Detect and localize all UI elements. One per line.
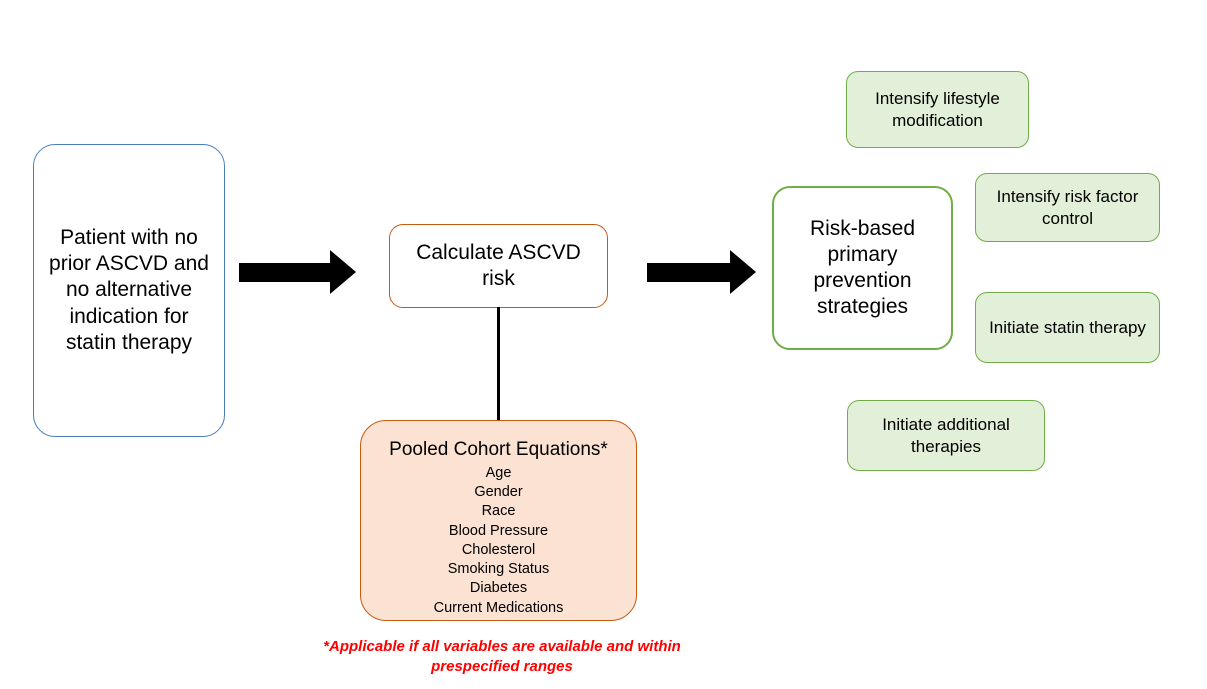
list-item: Gender	[474, 484, 523, 501]
node-risk-based-strategies: Risk-based primary prevention strategies	[772, 186, 953, 350]
strategy-label: Intensify risk factor control	[996, 187, 1139, 228]
arrow-head	[330, 250, 356, 294]
arrow-shaft	[647, 263, 732, 282]
strategy-label: Intensify lifestyle modification	[875, 89, 1000, 130]
node-patient-criteria-label: Patient with no prior ASCVD and no alter…	[49, 226, 209, 354]
list-item: Age	[485, 464, 512, 481]
list-item: Blood Pressure	[448, 522, 549, 539]
list-item: Cholesterol	[461, 541, 536, 558]
list-item: Diabetes	[469, 580, 528, 597]
footnote-text: *Applicable if all variables are availab…	[323, 638, 681, 676]
pooled-variable-list: Age Gender Race Blood Pressure Cholester…	[434, 464, 564, 618]
arrow-start-to-calculate-icon	[239, 250, 356, 294]
arrow-head	[730, 250, 756, 294]
line-calculate-to-pooled	[497, 307, 500, 421]
strategy-label: Initiate statin therapy	[989, 317, 1146, 337]
node-risk-based-strategies-label: Risk-based primary prevention strategies	[809, 216, 916, 319]
node-calculate-ascvd-risk-label: Calculate ASCVD risk	[416, 240, 581, 290]
list-item: Race	[481, 503, 516, 520]
strategy-initiate-additional-therapies: Initiate additional therapies	[847, 400, 1045, 471]
list-item: Smoking Status	[447, 561, 550, 578]
strategy-initiate-statin-therapy: Initiate statin therapy	[975, 292, 1160, 363]
pooled-cohort-equations-title: Pooled Cohort Equations*	[389, 439, 608, 460]
node-pooled-cohort-equations: Pooled Cohort Equations* Age Gender Race…	[360, 420, 637, 621]
strategy-label: Initiate additional therapies	[882, 415, 1010, 456]
arrow-shaft	[239, 263, 332, 282]
list-item: Current Medications	[433, 599, 564, 616]
node-patient-criteria: Patient with no prior ASCVD and no alter…	[33, 144, 225, 437]
node-calculate-ascvd-risk: Calculate ASCVD risk	[389, 224, 608, 308]
strategy-intensify-risk-factor-control: Intensify risk factor control	[975, 173, 1160, 242]
arrow-calculate-to-strategies-icon	[647, 250, 756, 294]
strategy-intensify-lifestyle-modification: Intensify lifestyle modification	[846, 71, 1029, 148]
